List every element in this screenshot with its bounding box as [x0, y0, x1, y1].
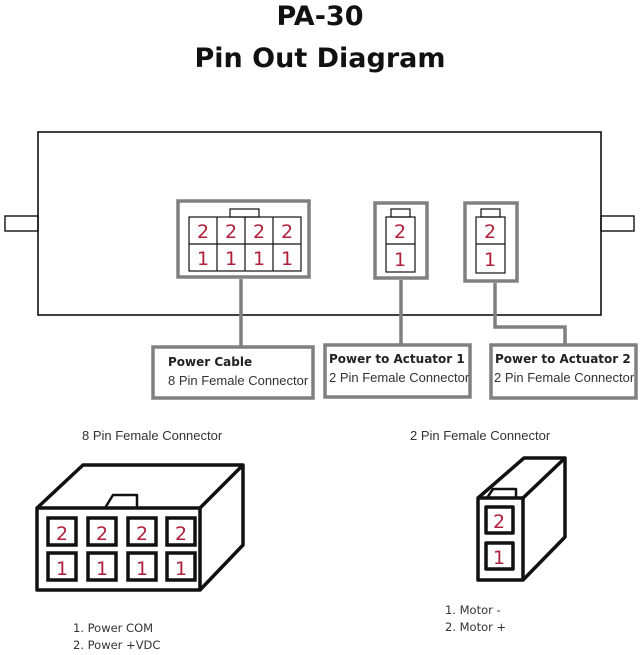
- port-frame: [373, 201, 429, 280]
- pin-label: 1: [175, 558, 187, 580]
- pin-label: 2: [56, 523, 68, 545]
- callout-actuator-1: Power to Actuator 1 2 Pin Female Connect…: [323, 343, 472, 399]
- two-pin-legend-item: 2. Motor +: [445, 620, 506, 634]
- pin-label: 2: [281, 221, 293, 243]
- pin-label: 1: [56, 558, 68, 580]
- pin-label: 2: [96, 523, 108, 545]
- mounting-tab-right: [600, 215, 635, 232]
- pin-label: 1: [136, 558, 148, 580]
- two-pin-legend-item: 1. Motor -: [445, 603, 501, 617]
- callout-actuator-2: Power to Actuator 2 2 Pin Female Connect…: [489, 343, 638, 400]
- port-actuator-1: 2 1: [373, 201, 429, 280]
- callout-title: Power to Actuator 2: [495, 352, 631, 366]
- eight-pin-legend-item: 1. Power COM: [73, 621, 153, 635]
- diagram-title: PA-30: [276, 1, 364, 32]
- callout-title: Power to Actuator 1: [329, 352, 465, 366]
- pin-label: 1: [281, 248, 293, 270]
- pin-label: 2: [484, 221, 496, 243]
- pin-label: 2: [225, 221, 237, 243]
- callout-leaders: [239, 279, 567, 347]
- controller-box: [4, 131, 635, 316]
- two-pin-caption: 2 Pin Female Connector: [410, 428, 551, 443]
- callout-power-cable: Power Cable 8 Pin Female Connector: [151, 345, 315, 400]
- callout-title: Power Cable: [168, 355, 252, 369]
- pin-label: 2: [253, 221, 265, 243]
- port-power-cable: 2 2 2 2 1 1 1 1: [176, 199, 311, 279]
- eight-pin-cells: [46, 516, 197, 582]
- pin-label: 1: [394, 249, 406, 271]
- diagram-subtitle: Pin Out Diagram: [194, 43, 446, 74]
- pin-label: 1: [484, 249, 496, 271]
- pin-label: 2: [136, 523, 148, 545]
- pin-label: 1: [96, 558, 108, 580]
- pin-label: 1: [197, 248, 209, 270]
- callout-desc: 8 Pin Female Connector: [168, 373, 309, 388]
- port-frame: [176, 199, 311, 279]
- pin-label: 2: [175, 523, 187, 545]
- pin-label: 2: [394, 221, 406, 243]
- eight-pin-caption: 8 Pin Female Connector: [82, 428, 223, 443]
- two-pin-connector-drawing: [476, 456, 567, 582]
- pin-label: 1: [253, 248, 265, 270]
- callout-desc: 2 Pin Female Connector: [329, 370, 470, 385]
- port-actuator-2: 2 1: [463, 201, 519, 283]
- pin-label: 1: [225, 248, 237, 270]
- callout-desc: 2 Pin Female Connector: [494, 370, 635, 385]
- eight-pin-legend-item: 2. Power +VDC: [73, 638, 160, 652]
- connector-latch: [103, 493, 139, 509]
- pin-label: 2: [197, 221, 209, 243]
- pin-label: 1: [493, 547, 505, 569]
- port-frame: [463, 201, 519, 283]
- mounting-tab-left: [4, 215, 39, 232]
- leader-actuator-2: [493, 283, 567, 345]
- pin-label: 2: [493, 511, 505, 533]
- port-housing: [475, 216, 506, 274]
- connector-latch: [485, 487, 518, 499]
